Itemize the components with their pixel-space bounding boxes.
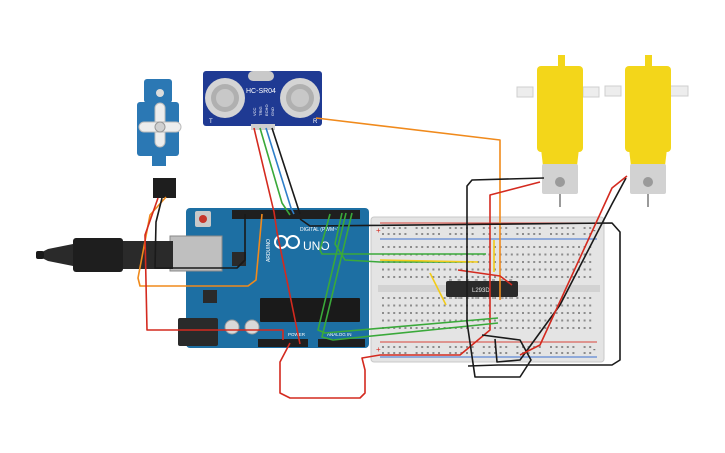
wire-orange-servo	[137, 196, 263, 287]
dc-motor-1[interactable]	[516, 55, 600, 207]
pin-label-echo: ECHO	[264, 104, 269, 116]
servo-motor[interactable]	[137, 79, 182, 198]
power-label: POWER	[288, 332, 306, 337]
board-brand: ARDUINO	[266, 239, 272, 262]
pin-label-gnd: GND	[270, 107, 275, 116]
wire-red-motor2	[519, 175, 628, 356]
wire-green-4	[321, 212, 499, 341]
rail-plus-label-bottom: +	[376, 345, 381, 354]
rail-minus-label: -	[593, 226, 596, 235]
rail-minus-label-bottom: -	[593, 345, 596, 354]
digital-label: DIGITAL (PWM~)	[300, 227, 339, 233]
wire-blue-sensor	[265, 127, 295, 215]
wire-yellow-1	[379, 259, 479, 263]
wire-red-servo	[144, 197, 284, 340]
wire-red-sensor	[253, 127, 301, 345]
reset-button[interactable]	[199, 215, 207, 223]
wire-yellow-2	[429, 272, 447, 306]
chip-pins	[449, 279, 513, 299]
wires	[137, 117, 628, 399]
pin-label-vcc: VCC	[252, 107, 257, 116]
board-model: UNO	[303, 239, 330, 253]
wire-green-2	[334, 212, 470, 263]
dc-motor-2[interactable]	[604, 55, 689, 207]
sensor-corner-left: T	[209, 119, 213, 125]
analog-label: ANALOG IN	[327, 332, 352, 337]
chip-label: L293D	[472, 288, 490, 294]
wire-red-loop	[279, 181, 541, 399]
sensor-label: HC-SR04	[246, 88, 276, 95]
rail-plus-label: +	[376, 226, 381, 235]
wire-green-3	[317, 212, 499, 334]
ultrasonic-sensor[interactable]: HC-SR04 T R VCC TRIG ECHO GND	[203, 71, 322, 130]
wire-black-servo	[154, 197, 246, 269]
arduino-uno[interactable]: UNO ARDUINO DIGITAL (PWM~) POWER ANALOG …	[169, 208, 369, 348]
wire-green-1	[319, 213, 486, 255]
wire-black-gnd	[299, 218, 621, 367]
usb-cable[interactable]	[36, 238, 173, 272]
wire-black-sensor	[271, 127, 301, 215]
wire-black-motor1	[466, 177, 545, 378]
wire-black-motor2	[494, 177, 627, 363]
sensor-corner-right: R	[313, 119, 318, 125]
wire-orange-sensor	[315, 117, 501, 300]
wire-red-chip	[457, 269, 513, 286]
pin-label-trig: TRIG	[258, 106, 263, 116]
wire-green-sensor	[259, 127, 291, 216]
